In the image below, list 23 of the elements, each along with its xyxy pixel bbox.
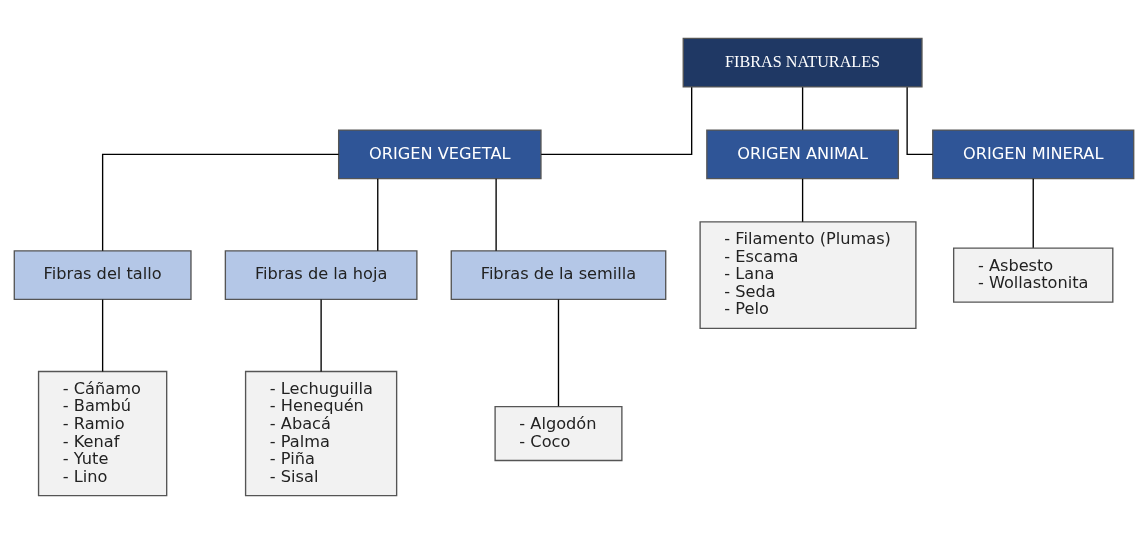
node-box: - Asbesto - Wollastonita xyxy=(953,246,1114,303)
connector xyxy=(906,86,934,155)
connector xyxy=(101,298,104,372)
connector xyxy=(801,177,804,222)
node-box: - Cáñamo - Bambú - Ramio - Kenaf - Yute - Lino xyxy=(37,370,168,496)
node-box: ORIGEN VEGETAL xyxy=(337,128,542,179)
node-box: FIBRAS NATURALES xyxy=(682,37,923,88)
connector xyxy=(801,86,804,130)
connector xyxy=(320,298,322,372)
node-box: Fibras del tallo xyxy=(13,249,192,300)
connector xyxy=(495,177,497,251)
connector xyxy=(557,298,560,407)
node-box: - Algodón - Coco xyxy=(494,405,623,461)
node-box: ORIGEN MINERAL xyxy=(932,128,1135,179)
node-box: - Filamento (Plumas) - Escama - Lana - Seda - Pelo xyxy=(699,220,917,329)
node-box: Fibras de la hoja xyxy=(224,249,418,300)
node-box: ORIGEN ANIMAL xyxy=(706,128,900,179)
node-box: Fibras de la semilla xyxy=(450,249,667,300)
connector xyxy=(377,177,379,251)
node-box: - Lechuguilla - Henequén - Abacá - Palma - Piña - Sisal xyxy=(244,370,398,496)
connector xyxy=(540,86,693,155)
connector xyxy=(1032,177,1034,248)
connector xyxy=(101,153,340,251)
